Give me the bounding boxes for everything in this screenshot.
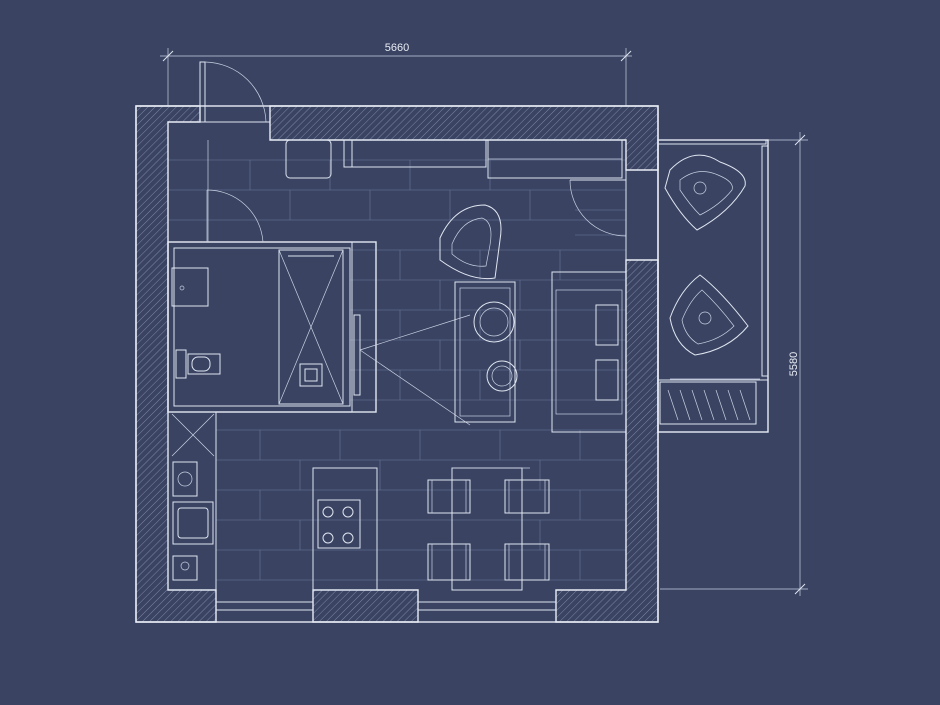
floor-tiles <box>168 159 626 581</box>
dining-chairs <box>427 479 550 581</box>
balcony-armchair-bottom <box>669 274 749 356</box>
height-dimension: 5580 <box>660 132 808 596</box>
balcony-door <box>569 170 627 260</box>
kitchen-island <box>312 467 378 591</box>
bathroom <box>167 189 471 426</box>
bottom-windows <box>216 601 556 611</box>
height-dimension-label: 5580 <box>788 352 800 376</box>
kitchen-counter <box>167 411 217 591</box>
living-armchair <box>439 204 502 280</box>
width-dimension: 5660 <box>160 42 632 108</box>
balcony-armchair-top <box>664 154 746 231</box>
width-dimension-label: 5660 <box>385 42 409 54</box>
balcony <box>657 139 769 433</box>
entrance-door <box>199 61 270 123</box>
exterior-walls <box>135 105 659 623</box>
coffee-table <box>454 281 518 423</box>
sofa <box>551 271 627 433</box>
hall-cabinets <box>207 139 623 242</box>
dining-table <box>427 467 550 591</box>
